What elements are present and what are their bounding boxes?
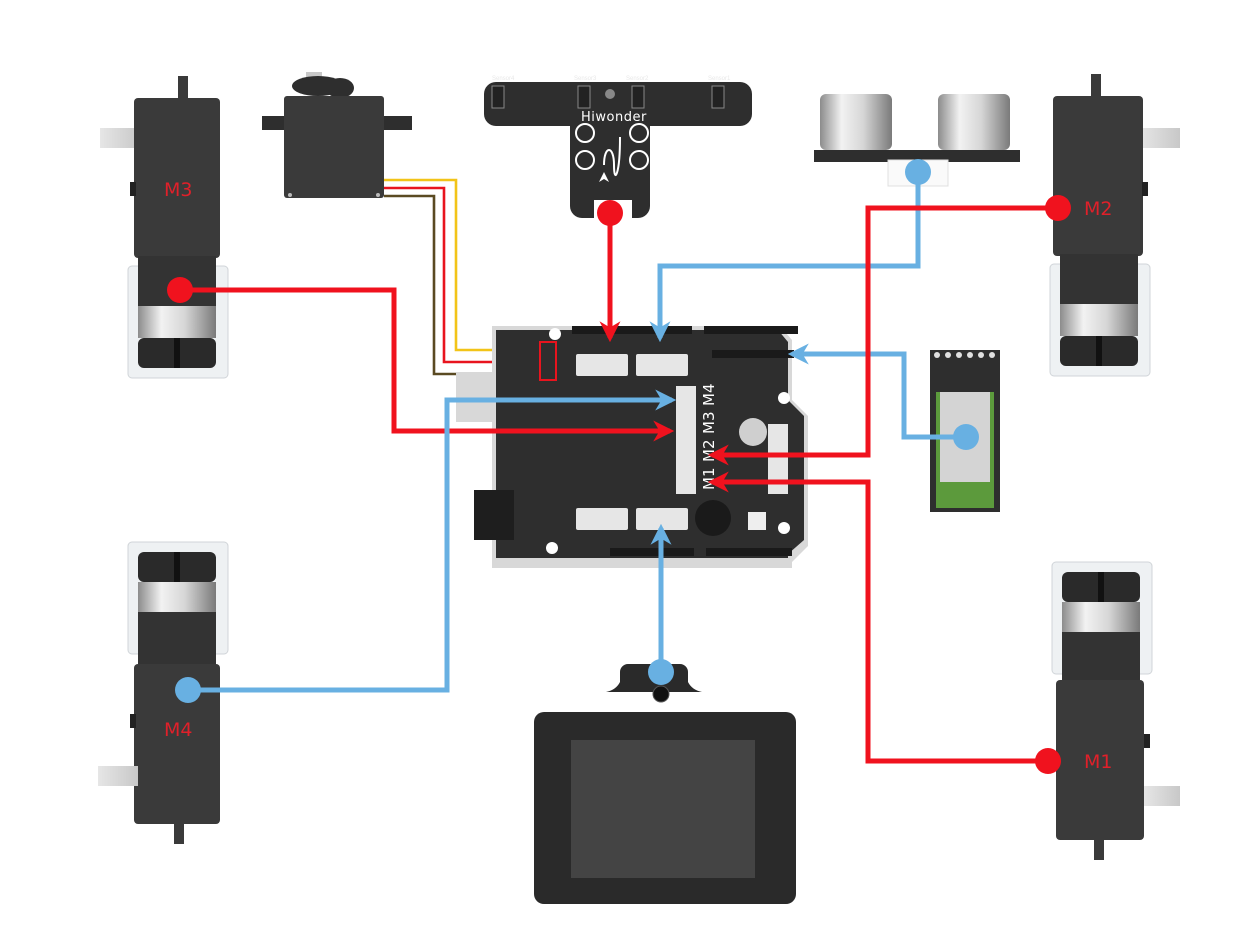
dot-m2 [1045,195,1071,221]
port-label-m4: M4 [700,384,718,407]
motor-label-m2: M2 [1084,198,1112,220]
ultrasonic-sensor [814,94,1020,187]
wire-bluetooth [787,343,966,440]
port-label-m1: M1 [700,468,718,491]
motor-m4: M4 [98,541,229,844]
line-sensor: Sensor4 Sensor3 Sensor2 Sensor1 Hiwonder [484,76,752,222]
line-sensor-brand: Hiwonder [581,110,647,125]
dot-bluetooth [953,424,979,450]
sensor2-label: Sensor2 [626,76,649,82]
connection-wires [180,172,1058,764]
connection-dots [167,159,1071,774]
motor-m3: M3 [100,76,229,379]
motor-label-m1: M1 [1084,751,1112,773]
port-label-m2: M2 [700,440,718,463]
wire-m2 [707,205,1058,466]
motor-label-m4: M4 [164,719,192,741]
motor-m1: M1 [1051,561,1180,860]
dot-ultrasonic [905,159,931,185]
dot-m1 [1035,748,1061,774]
wire-ultrasonic [649,172,921,343]
dot-m4 [175,677,201,703]
port-label-m3: M3 [700,412,718,435]
dot-line-sensor [597,200,623,226]
wire-m1 [707,471,1048,764]
wire-m3 [180,287,675,442]
motor-label-m3: M3 [164,179,192,201]
wire-m4 [188,389,677,693]
controller-board: M4 M3 M2 M1 [456,326,808,568]
sensor1-label: Sensor1 [708,76,731,82]
servo-signal-wire [384,178,545,352]
servo [262,72,412,198]
motor-m2: M2 [1049,74,1180,377]
camera-display [534,664,796,904]
dot-m3 [167,277,193,303]
dot-camera [648,659,674,685]
sensor4-label: Sensor4 [492,76,515,82]
sensor3-label: Sensor3 [574,76,597,82]
